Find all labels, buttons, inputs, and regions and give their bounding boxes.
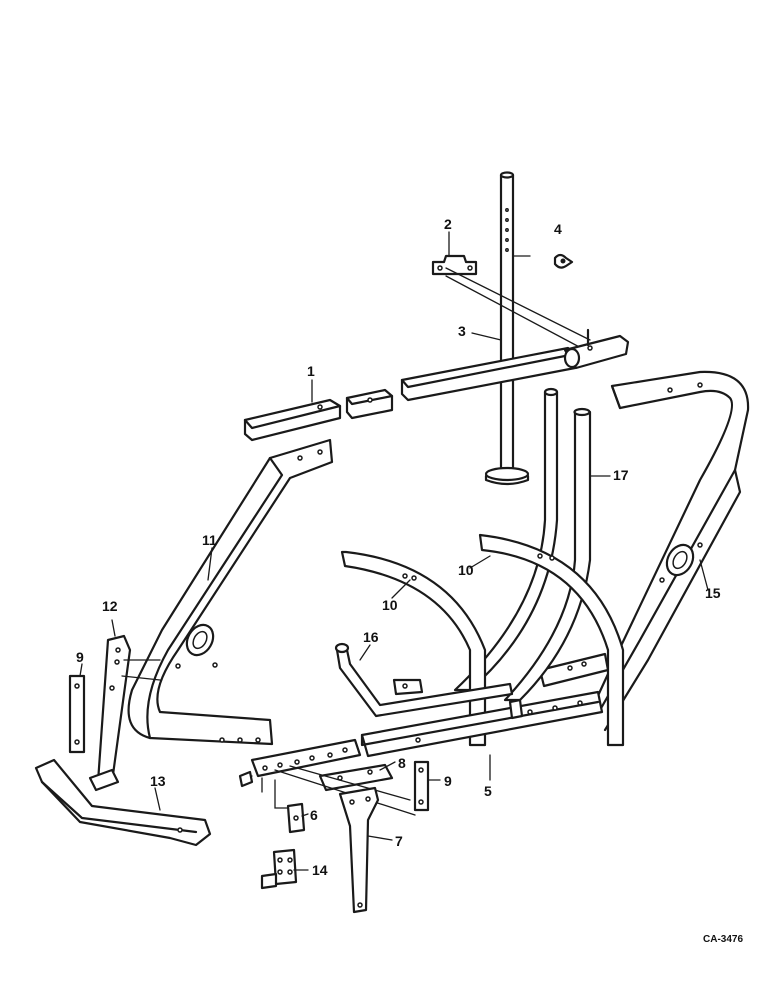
part-10-arch-left <box>340 550 487 747</box>
callout-17: 17 <box>613 467 629 483</box>
part-11-left-frame <box>127 438 334 746</box>
part-4-wing-bolt <box>553 253 574 269</box>
callout-14: 14 <box>312 862 328 878</box>
callout-5: 5 <box>484 783 492 799</box>
part-7-long-bracket <box>338 786 380 914</box>
part-2-clamp-bracket <box>431 254 591 351</box>
callout-2: 2 <box>444 216 452 232</box>
part-13-runner-shoe <box>34 758 212 847</box>
callout-9-right: 9 <box>444 773 452 789</box>
part-5-cross-beam <box>360 690 604 758</box>
part-9-left-strap <box>68 674 86 754</box>
callout-10-left: 10 <box>382 597 398 613</box>
callout-11: 11 <box>202 532 217 548</box>
part-16-bent-pipe <box>334 642 514 718</box>
callout-4: 4 <box>554 221 562 237</box>
callout-labels: 1 2 3 4 5 6 7 8 9 9 10 10 11 12 13 14 15… <box>76 216 743 945</box>
drawing-code: CA-3476 <box>703 934 743 945</box>
part-8-mounting-plate <box>238 738 416 816</box>
callout-10-right: 10 <box>458 562 474 578</box>
callout-6: 6 <box>310 807 318 823</box>
callout-9-left: 9 <box>76 649 84 665</box>
callout-16: 16 <box>363 629 379 645</box>
callout-3: 3 <box>458 323 466 339</box>
part-9-right-strap <box>413 760 430 812</box>
part-12-left-bracket <box>88 634 161 792</box>
part-1-top-bar <box>243 328 630 442</box>
part-14-corner-bracket <box>260 848 298 890</box>
part-3-vertical-post <box>484 171 530 486</box>
callout-8: 8 <box>398 755 406 771</box>
part-6-small-plate <box>274 779 306 834</box>
part-10-arch-right <box>478 533 625 747</box>
callout-15: 15 <box>705 585 721 601</box>
callout-12: 12 <box>102 598 118 614</box>
callout-1: 1 <box>307 363 315 379</box>
callout-7: 7 <box>395 833 403 849</box>
part-15-right-frame <box>538 370 750 732</box>
leader-lines <box>79 231 709 871</box>
callout-13: 13 <box>150 773 166 789</box>
